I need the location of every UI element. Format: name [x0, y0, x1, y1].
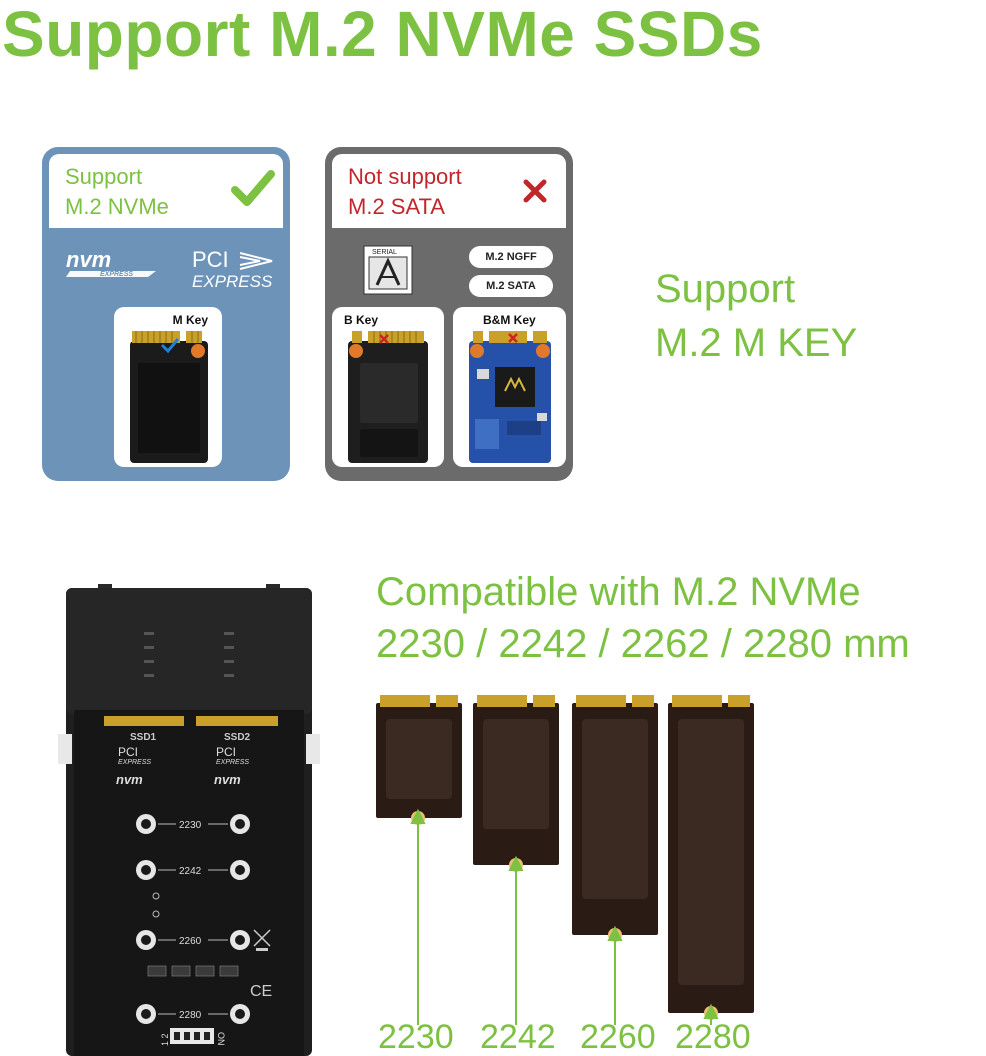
b-key-label: B Key: [344, 313, 379, 327]
pci-logo-text: PCI: [192, 247, 229, 272]
cross-icon: [523, 179, 547, 203]
sata-pill: M.2 SATA: [469, 275, 553, 297]
sata-panel-line-1: Not support: [348, 164, 462, 189]
m-key-caption-line-2: M.2 M KEY: [655, 321, 858, 365]
m-key-card: M Key: [114, 307, 222, 467]
slot-1-pci-sub: EXPRESS: [118, 759, 151, 766]
nvm-logo-subtext: EXPRESS: [100, 271, 133, 278]
pci-express-logo: PCI EXPRESS: [192, 247, 273, 291]
sata-logo-text: SERIAL: [372, 249, 397, 256]
nvme-panel-line-1: Support: [65, 164, 143, 189]
pci-logo-subtext: EXPRESS: [192, 272, 273, 291]
size-label-2230: 2230: [378, 1018, 454, 1056]
bm-key-ssd-image: [469, 331, 551, 463]
ce-mark: CE: [250, 983, 272, 1000]
nvme-support-panel: Support M.2 NVMe nvm EXPRESS PCI EXPRESS…: [42, 147, 290, 481]
size-label-2280: 2280: [675, 1018, 751, 1056]
switch-numbers: 1 2: [160, 1033, 170, 1046]
sata-panel-header: Not support M.2 SATA: [332, 154, 566, 228]
nvme-panel-header: Support M.2 NVMe: [49, 154, 283, 228]
check-icon: [231, 170, 275, 206]
size-label-2260: 2260: [580, 1018, 656, 1056]
switch-on-label: ON: [216, 1032, 226, 1046]
dual-bay-enclosure-image: SSD1 SSD2 PCI PCI EXPRESS EXPRESS nvm nv…: [58, 584, 320, 1056]
mount-label-2260: 2260: [179, 936, 202, 947]
slot-2-pci: PCI: [216, 745, 236, 759]
m-key-label: M Key: [172, 313, 208, 327]
m-key-ssd-image: [130, 331, 208, 463]
slot-1-pci: PCI: [118, 745, 138, 759]
slot-2-label: SSD2: [224, 732, 251, 743]
nvm-express-logo: nvm EXPRESS: [66, 247, 156, 278]
mount-label-2242: 2242: [179, 866, 202, 877]
serial-ata-logo: SERIAL: [363, 245, 413, 295]
compatibility-line-1: Compatible with M.2 NVMe: [376, 570, 861, 614]
slot-1-label: SSD1: [130, 732, 157, 743]
slot-2-nvm: nvm: [214, 772, 241, 787]
m-key-caption-line-1: Support: [655, 267, 796, 311]
bm-key-card: B&M Key: [453, 307, 566, 467]
compatibility-caption: Compatible with M.2 NVMe 2230 / 2242 / 2…: [376, 566, 910, 670]
sata-panel-line-2: M.2 SATA: [348, 194, 445, 219]
slot-1-nvm: nvm: [116, 772, 143, 787]
compatibility-line-2: 2230 / 2242 / 2262 / 2280 mm: [376, 622, 910, 666]
nvme-panel-line-2: M.2 NVMe: [65, 194, 169, 219]
ngff-pill: M.2 NGFF: [469, 246, 553, 268]
b-key-ssd-image: [348, 331, 428, 463]
sata-not-supported-panel: Not support M.2 SATA SERIAL M.2 NGFF M.2…: [325, 147, 573, 481]
mount-label-2280: 2280: [179, 1010, 202, 1021]
slot-2-pci-sub: EXPRESS: [216, 759, 249, 766]
m-key-caption: Support M.2 M KEY: [655, 266, 857, 366]
mount-label-2230: 2230: [179, 820, 202, 831]
bm-key-label: B&M Key: [483, 313, 536, 327]
page-title: Support M.2 NVMe SSDs: [2, 0, 763, 70]
size-label-2242: 2242: [480, 1018, 556, 1056]
b-key-card: B Key: [332, 307, 444, 467]
ssd-length-sticks: [376, 695, 754, 1025]
nvm-logo-text: nvm: [66, 247, 111, 272]
